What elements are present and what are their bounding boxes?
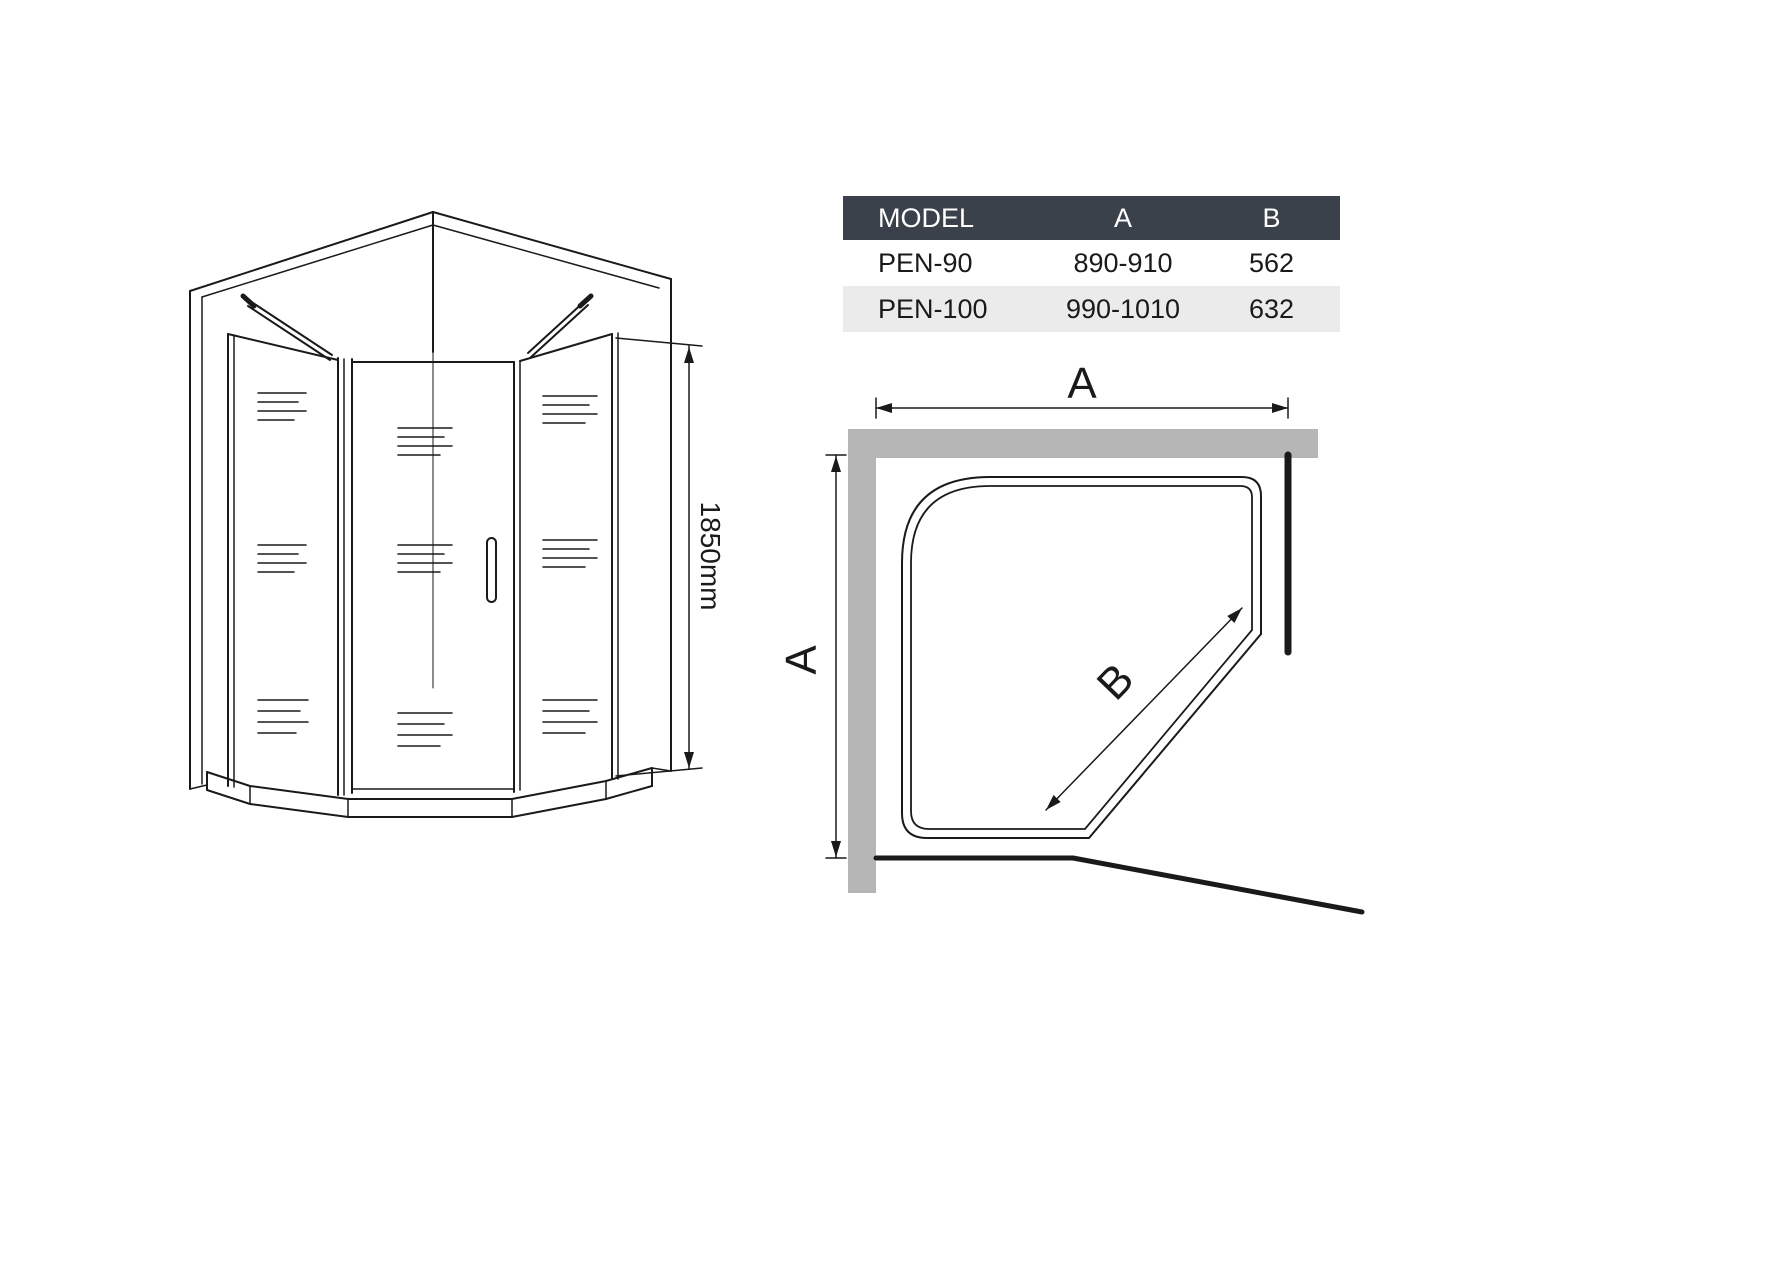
header-a: A [1113,202,1132,233]
glass-hatch [257,392,598,747]
shower-tray [206,767,653,818]
a-cell: 990-1010 [1065,293,1181,324]
height-dimension: 1850mm [615,337,726,777]
model-cell: PEN-90 [878,247,973,278]
b-cell: 562 [1248,247,1295,278]
top-wall-strip [848,429,1318,458]
a-cell: 890-910 [1073,247,1173,278]
walls-group [189,211,672,790]
width-dimension-label: A [1067,359,1097,408]
table-row: PEN-100 990-1010 632 [843,286,1340,332]
door-handle [486,537,497,603]
depth-dimension-label: A [777,645,826,675]
left-wall-strip [848,429,876,893]
table-row: PEN-90 890-910 562 [843,240,1340,286]
width-dimension: A [875,359,1289,419]
header-model: MODEL [878,202,975,233]
plan-view: A A B [777,359,1365,915]
model-cell: PEN-100 [878,293,988,324]
spec-table-header: MODEL A B [843,196,1340,240]
support-rods [240,293,594,361]
glass-panel-frames [227,332,619,796]
door-dimension-label: B [1088,654,1144,709]
iso-view: 1850mm [189,211,726,818]
b-cell: 632 [1248,293,1295,324]
door-dimension: B [1045,607,1243,811]
header-b: B [1262,202,1281,233]
height-dimension-label: 1850mm [695,502,726,611]
plan-tray-outline [901,476,1262,839]
spec-table: MODEL A B PEN-90 890-910 562 PEN-100 990… [843,196,1340,332]
depth-dimension: A [777,454,847,859]
plan-open-door [1070,855,1365,915]
